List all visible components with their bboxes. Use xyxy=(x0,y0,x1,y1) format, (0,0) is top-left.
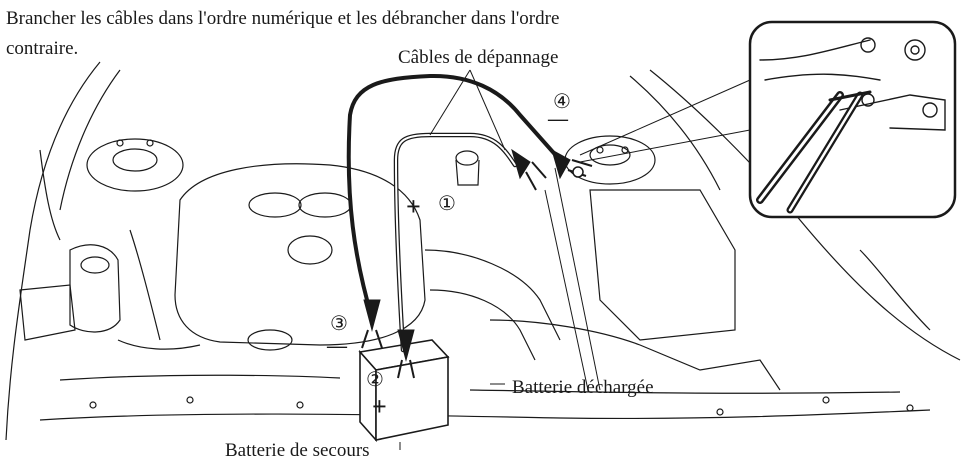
jumper-cables xyxy=(346,73,562,353)
symbol-plus-dead: + xyxy=(406,192,421,221)
symbol-minus-ground: — xyxy=(547,108,569,130)
step-2: ② xyxy=(366,369,384,391)
step-4: ④ xyxy=(553,91,571,113)
clamp-dead-negative xyxy=(551,148,593,180)
label-dead-battery: Batterie déchargée xyxy=(512,377,654,398)
leader-lines xyxy=(399,69,751,450)
clamp-booster-positive xyxy=(397,329,415,379)
step-3: ③ xyxy=(330,313,348,335)
label-jumper-cables: Câbles de dépannage xyxy=(398,47,558,68)
instruction-line-2: contraire. xyxy=(6,38,78,59)
clamp-dead-positive xyxy=(511,148,547,191)
zoom-inset xyxy=(748,20,957,219)
symbol-minus-booster: — xyxy=(326,335,348,357)
step-1: ① xyxy=(438,193,456,215)
clamp-booster-negative xyxy=(361,299,383,349)
instruction-line-1: Brancher les câbles dans l'ordre numériq… xyxy=(6,8,559,29)
engine-bay-drawing xyxy=(5,61,961,441)
symbol-plus-booster: + xyxy=(372,392,387,421)
label-booster-battery: Batterie de secours xyxy=(225,440,370,459)
